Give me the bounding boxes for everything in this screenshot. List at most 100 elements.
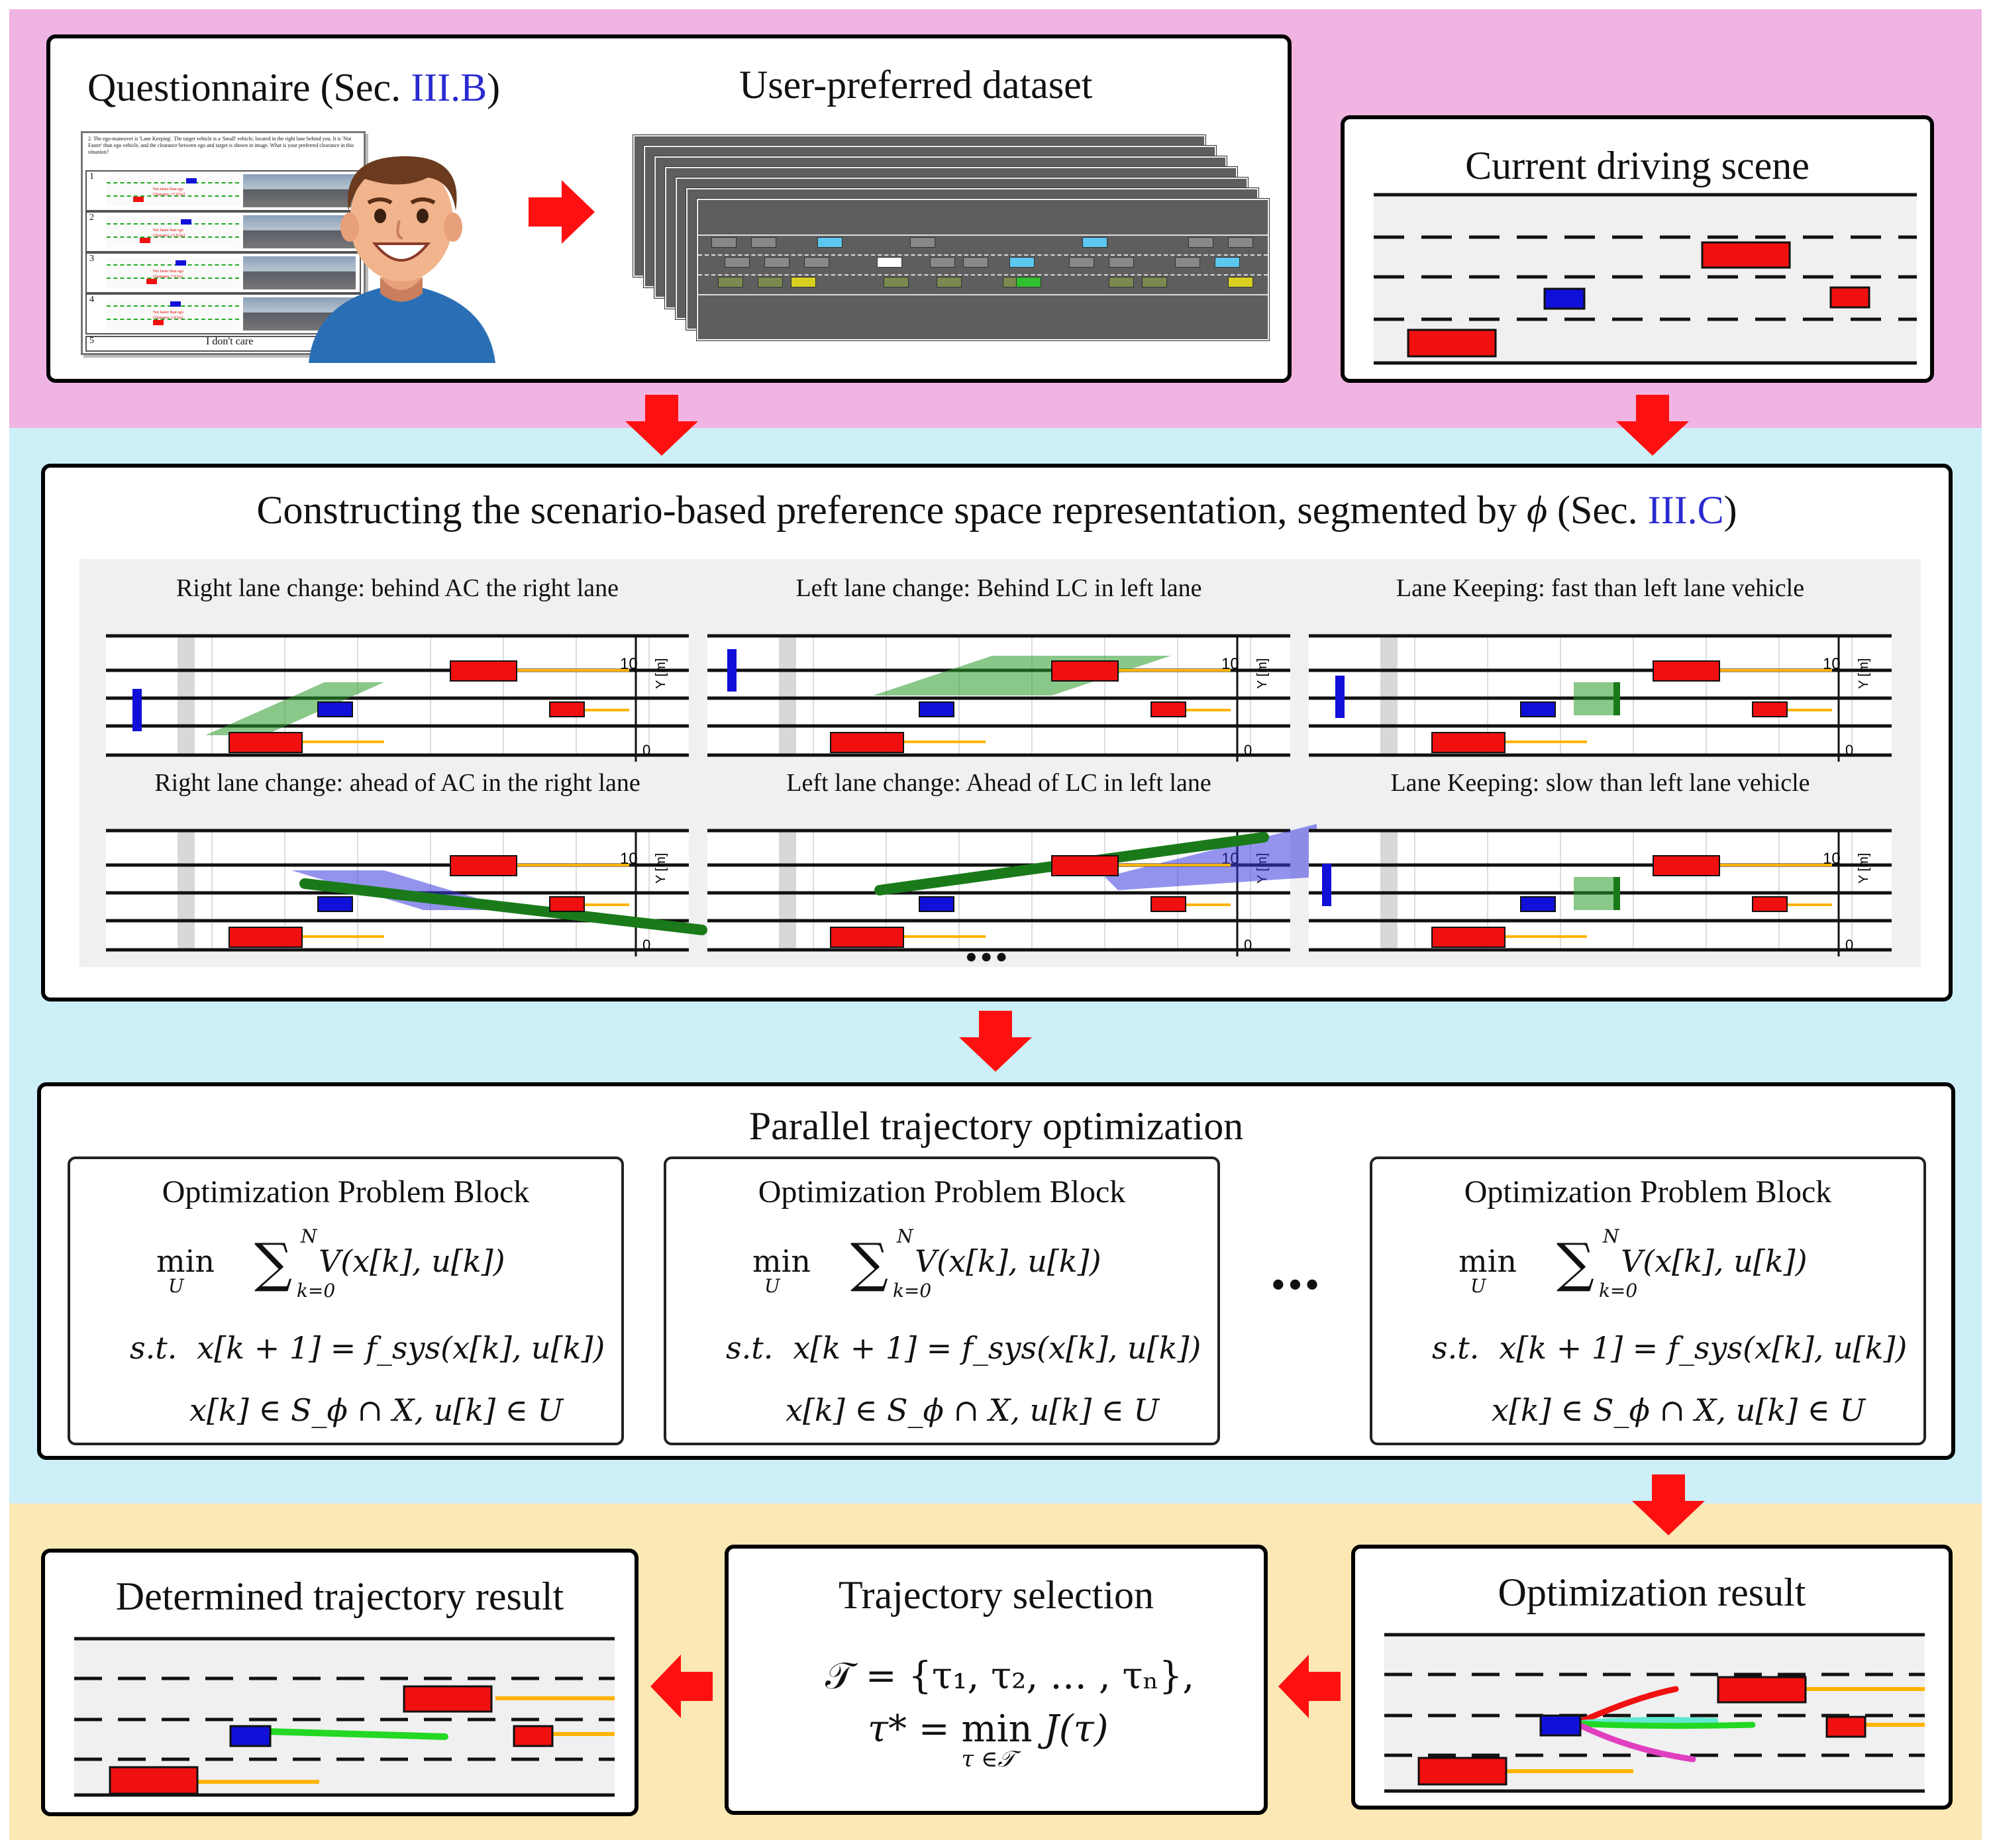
other-vehicle — [1825, 1716, 1866, 1738]
svg-text:0: 0 — [1244, 742, 1252, 758]
questionnaire-title: Questionnaire (Sec. III.B) — [87, 66, 501, 109]
candidate-trajectory-green — [1573, 1720, 1756, 1729]
panels-ellipsis: ••• — [966, 940, 1011, 975]
optimization-down-arrow — [1632, 1474, 1705, 1535]
dynamics-constraint: s.t.x[k + 1] = f_sys(x[k], u[k]) — [130, 1330, 605, 1366]
space-down-arrow — [959, 1011, 1032, 1072]
candidate-trajectory-red — [1573, 1686, 1679, 1727]
preference-panel: Right lane change: behind AC the right l… — [106, 574, 689, 766]
current-scene-title: Current driving scene — [1465, 144, 1810, 187]
current-scene-box: Current driving scene — [1341, 115, 1934, 383]
questionnaire-dataset-box: Questionnaire (Sec. III.B) User-preferre… — [46, 34, 1292, 383]
block-title: Optimization Problem Block — [758, 1174, 1126, 1209]
state-input-constraint: x[k] ∈ S_ϕ ∩ X, u[k] ∈ U — [786, 1392, 1160, 1428]
option-photo — [243, 256, 356, 289]
svg-text:0: 0 — [1845, 742, 1853, 758]
other-vehicle — [1407, 329, 1497, 358]
preference-panel-title: Right lane change: behind AC the right l… — [176, 574, 619, 602]
preference-panel: Lane Keeping: slow than left lane vehicl… — [1309, 768, 1892, 960]
state-input-constraint: x[k] ∈ S_ϕ ∩ X, u[k] ∈ U — [189, 1392, 564, 1428]
dynamics-constraint: s.t.x[k + 1] = f_sys(x[k], u[k]) — [1432, 1330, 1908, 1366]
ego-vehicle — [229, 1725, 272, 1747]
preference-panel: Left lane change: Behind LC in left lane… — [707, 574, 1290, 766]
svg-text:Y [m]: Y [m] — [1857, 853, 1871, 884]
dataset-down-arrow — [625, 395, 698, 456]
option-photo — [243, 215, 356, 248]
other-vehicle — [1701, 241, 1791, 269]
other-vehicle — [1717, 1676, 1807, 1704]
selected-trajectory — [263, 1728, 448, 1740]
preference-panel-title: Left lane change: Behind LC in left lane — [795, 574, 1202, 602]
optimization-result-road — [1384, 1633, 1925, 1793]
other-vehicle — [1829, 286, 1870, 309]
selection-equation: τ* = min τ ∈𝒯 J(τ) — [868, 1708, 1109, 1772]
other-vehicle — [513, 1725, 554, 1747]
form-header: 2. The ego-maneuver is 'Lane Keeping'. T… — [88, 136, 354, 155]
determined-result-road — [74, 1637, 615, 1797]
svg-text:Y [m]: Y [m] — [654, 853, 668, 884]
current-scene-road — [1374, 193, 1917, 365]
result-to-selection-arrow — [1278, 1655, 1341, 1718]
block-title: Optimization Problem Block — [162, 1174, 530, 1209]
scene-down-arrow — [1616, 395, 1689, 456]
other-vehicle — [109, 1766, 199, 1795]
dynamics-constraint: s.t.x[k + 1] = f_sys(x[k], u[k]) — [726, 1330, 1201, 1366]
trajectory-selection-title: Trajectory selection — [839, 1573, 1154, 1617]
determined-result-title: Determined trajectory result — [115, 1574, 564, 1618]
preference-panel-title: Left lane change: Ahead of LC in left la… — [786, 769, 1211, 797]
svg-text:0: 0 — [1244, 937, 1252, 953]
block-title: Optimization Problem Block — [1464, 1174, 1832, 1209]
option-photo — [243, 174, 356, 207]
respondent-avatar — [309, 156, 495, 363]
other-vehicle — [403, 1685, 493, 1713]
preference-panel: Left lane change: Ahead of LC in left la… — [707, 768, 1317, 960]
parallel-optimization-title: Parallel trajectory optimization — [748, 1104, 1244, 1148]
optimization-result-title: Optimization result — [1498, 1570, 1806, 1614]
ego-vehicle — [1543, 287, 1586, 310]
dataset-frame — [696, 198, 1270, 341]
svg-text:Y [m]: Y [m] — [654, 658, 668, 689]
dataset-title: User-preferred dataset — [739, 63, 1093, 107]
preference-space-title: Constructing the scenario-based preferen… — [256, 488, 1737, 532]
preference-space-box: Constructing the scenario-based preferen… — [41, 464, 1953, 1001]
svg-text:0: 0 — [642, 937, 650, 953]
svg-text:0: 0 — [642, 742, 650, 758]
preference-panel-title: Lane Keeping: fast than left lane vehicl… — [1396, 574, 1805, 602]
svg-text:Y [m]: Y [m] — [1255, 658, 1270, 689]
candidate-trajectory-magenta — [1573, 1720, 1696, 1763]
svg-text:Y [m]: Y [m] — [1857, 658, 1871, 689]
parallel-optimization-box: Parallel trajectory optimization Optimiz… — [37, 1082, 1955, 1460]
optimization-result-box: Optimization result — [1351, 1545, 1953, 1810]
ego-vehicle — [1539, 1714, 1582, 1737]
state-input-constraint: x[k] ∈ S_ϕ ∩ X, u[k] ∈ U — [1492, 1392, 1866, 1428]
determined-result-box: Determined trajectory result — [41, 1549, 638, 1816]
svg-text:0: 0 — [1845, 937, 1853, 953]
preference-panel: Lane Keeping: fast than left lane vehicl… — [1309, 574, 1892, 766]
other-vehicle — [1417, 1757, 1507, 1786]
questionnaire-to-dataset-arrow — [529, 180, 595, 244]
preference-panel-title: Lane Keeping: slow than left lane vehicl… — [1390, 769, 1810, 797]
preference-panel-title: Right lane change: ahead of AC in the ri… — [154, 769, 640, 797]
blocks-ellipsis: ••• — [1272, 1264, 1323, 1306]
i-dont-care-option: I don't care — [206, 336, 254, 347]
candidate-set-equation: 𝒯 = {τ₁, τ₂, … , τₙ}, — [825, 1655, 1195, 1698]
preference-panel: Right lane change: ahead of AC in the ri… — [106, 768, 707, 960]
selection-to-result-arrow — [650, 1655, 713, 1718]
